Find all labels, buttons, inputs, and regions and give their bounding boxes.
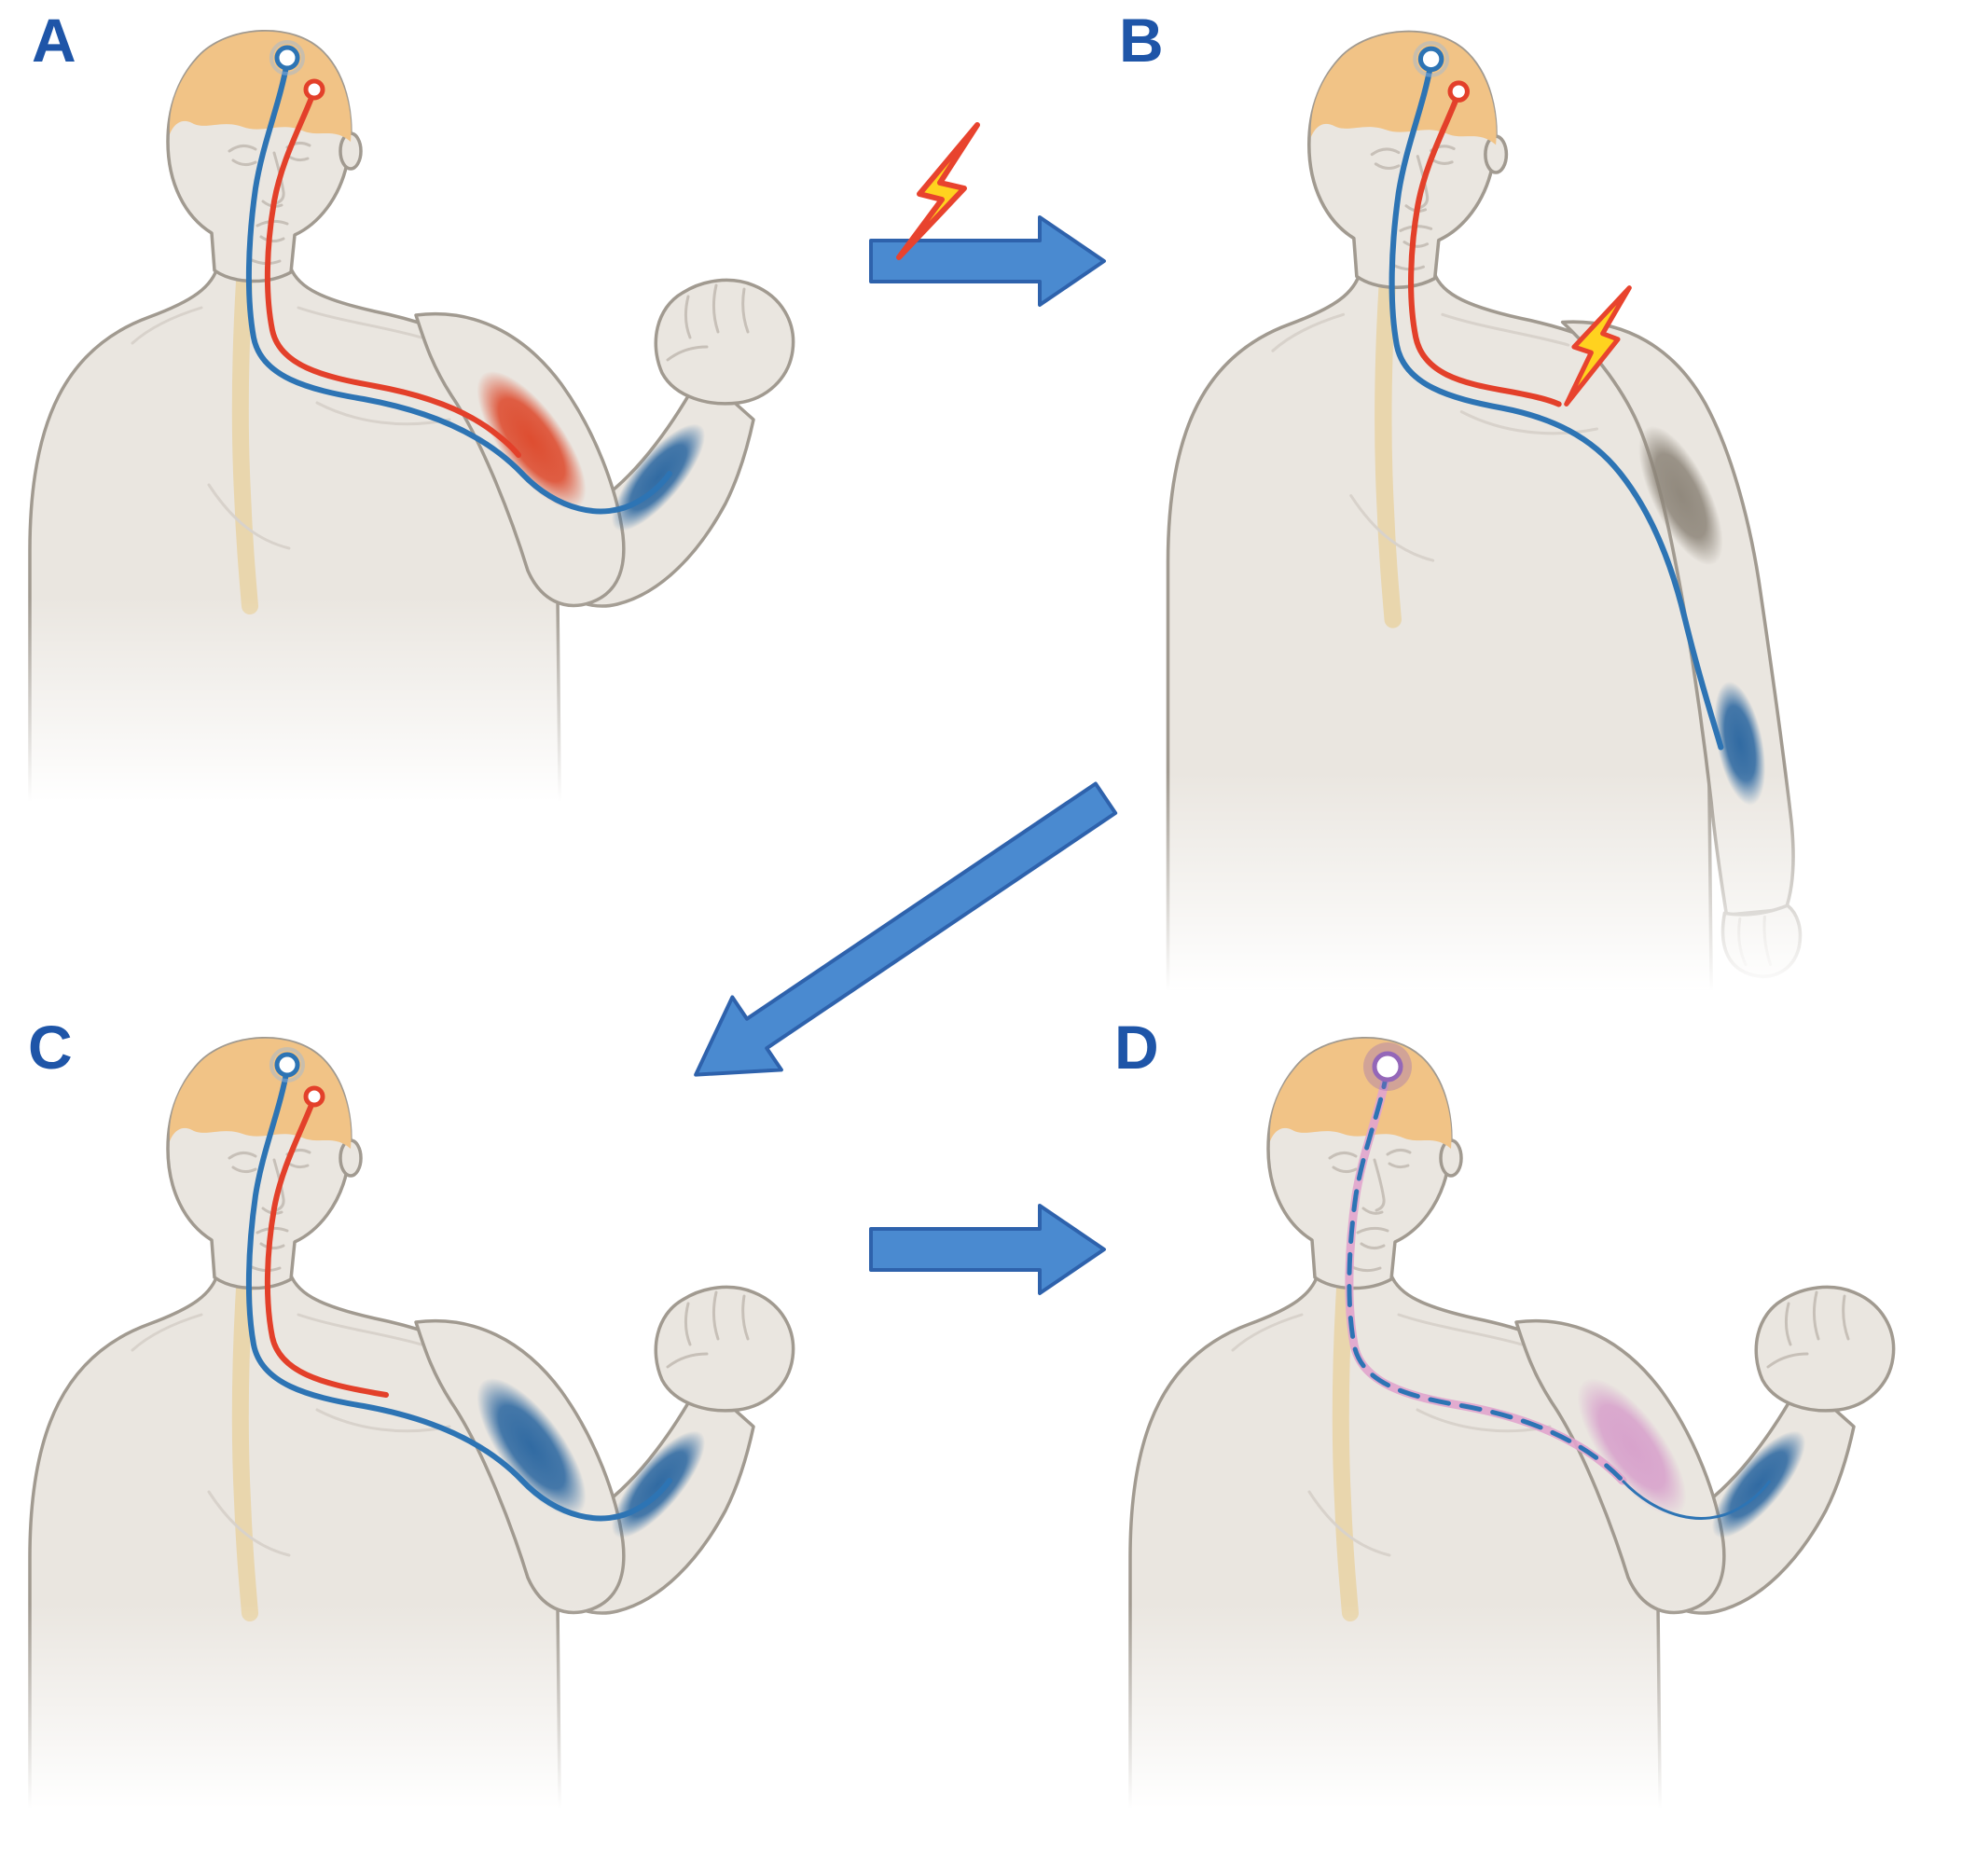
red-nerve-cut bbox=[1408, 92, 1562, 407]
blue-neuron-halo bbox=[269, 1047, 305, 1083]
fade-overlay bbox=[1110, 1604, 1949, 1809]
blue-neuron bbox=[274, 1052, 300, 1078]
red-neuron bbox=[1447, 80, 1471, 103]
red-neuron bbox=[303, 78, 325, 101]
diagonal-down-left-arrow-icon bbox=[694, 781, 1118, 1077]
figure-panel-a bbox=[9, 0, 849, 802]
blue-nerve-thin bbox=[1621, 1479, 1772, 1520]
blue-neuron bbox=[274, 45, 300, 71]
panel-label-d: D bbox=[1114, 1013, 1159, 1082]
lightning-bolt-icon bbox=[1564, 285, 1632, 407]
figure-panel-c bbox=[9, 1007, 849, 1809]
right-arrow-icon bbox=[869, 215, 1106, 307]
blue-nerve-dashed bbox=[1347, 1066, 1625, 1483]
arrow-shape bbox=[694, 781, 1118, 1077]
blue-neuron-halo bbox=[269, 40, 305, 76]
red-nerve-stub bbox=[264, 1097, 389, 1398]
blue-neuron bbox=[1417, 46, 1444, 73]
arrow-shape bbox=[869, 215, 1106, 307]
fade-overlay bbox=[1147, 771, 1962, 992]
brain-plasticity-core bbox=[1372, 1051, 1403, 1083]
figure-panel-d bbox=[1110, 1007, 1949, 1809]
panel-label-c: C bbox=[28, 1013, 73, 1082]
lightning-bolt-icon bbox=[896, 122, 980, 260]
bicep-muscle-red bbox=[477, 371, 587, 509]
panel-label-b: B bbox=[1119, 6, 1164, 75]
blue-nerve-path bbox=[245, 59, 672, 515]
right-arrow-icon bbox=[869, 1204, 1106, 1295]
arrow-shape bbox=[869, 1204, 1106, 1295]
red-nerve-path bbox=[264, 90, 521, 458]
fade-overlay bbox=[9, 1604, 849, 1809]
bolt-shape bbox=[896, 122, 980, 260]
fade-overlay bbox=[9, 597, 849, 802]
red-neuron bbox=[303, 1085, 325, 1108]
bicep-muscle-gray bbox=[1638, 425, 1723, 566]
blue-nerve-path bbox=[245, 1066, 672, 1522]
bicep-muscle-pink bbox=[1577, 1378, 1687, 1516]
panel-label-a: A bbox=[32, 6, 76, 75]
blue-nerve-path bbox=[1389, 60, 1724, 751]
bicep-muscle-blue bbox=[477, 1378, 587, 1516]
blue-neuron-halo bbox=[1413, 40, 1450, 77]
figure-panel-b bbox=[1147, 0, 1962, 992]
